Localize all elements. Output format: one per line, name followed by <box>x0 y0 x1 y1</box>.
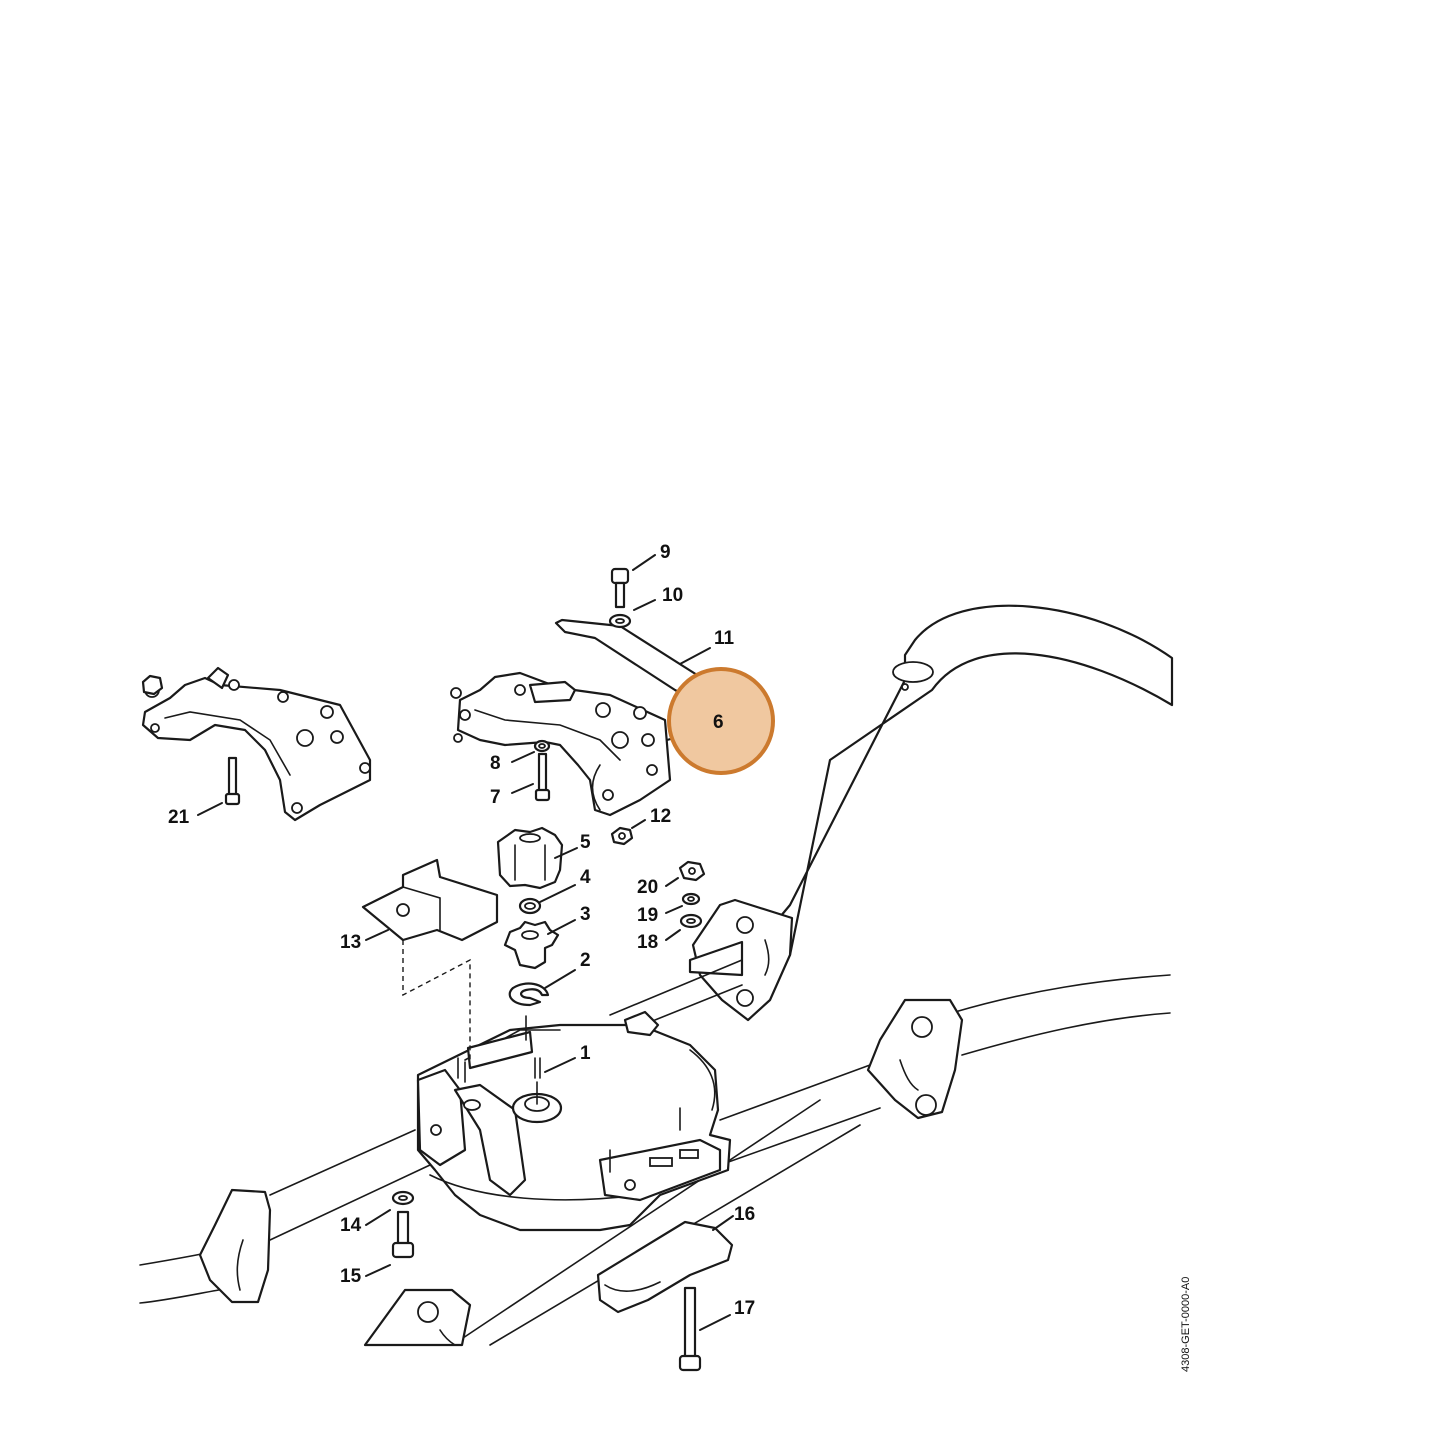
washer-18 <box>679 913 703 929</box>
left-mounting-bracket <box>141 666 372 822</box>
callout-2: 2 <box>580 950 591 971</box>
large-star-coupling <box>496 826 564 890</box>
callout-7: 7 <box>490 787 501 808</box>
nut-12 <box>610 826 634 846</box>
washer-14 <box>391 1190 415 1206</box>
washer-10 <box>608 613 632 629</box>
cover-plate <box>361 858 499 942</box>
callout-1: 1 <box>580 1043 591 1064</box>
clamp-shell-16 <box>596 1220 734 1314</box>
bottom-clamp-bracket <box>363 1288 472 1347</box>
left-clamp-bracket <box>198 1188 272 1304</box>
callout-labels: 1 2 3 4 5 6 7 8 9 10 11 12 13 14 15 16 1… <box>168 542 755 1319</box>
highlight-ring <box>667 667 775 775</box>
screw-9 <box>610 567 630 609</box>
right-clamp-bracket <box>866 998 964 1120</box>
callout-21: 21 <box>168 807 190 828</box>
drawing-code: 4308-GET-0000-A0 <box>1180 1277 1192 1372</box>
small-ring <box>518 897 542 915</box>
washer-8 <box>533 739 551 753</box>
callout-17: 17 <box>734 1298 755 1319</box>
callout-8: 8 <box>490 753 501 774</box>
callout-6: 6 <box>713 712 724 733</box>
bolt-7 <box>534 752 551 802</box>
callout-3: 3 <box>580 904 591 925</box>
callout-13: 13 <box>340 932 361 953</box>
callout-9: 9 <box>660 542 671 563</box>
alignment-line <box>402 940 471 1060</box>
callout-18: 18 <box>637 932 658 953</box>
callout-16: 16 <box>734 1204 755 1225</box>
callout-12: 12 <box>650 806 671 827</box>
callout-14: 14 <box>340 1215 362 1236</box>
spring-washer-19 <box>681 892 701 906</box>
bolt-21 <box>224 756 241 806</box>
callout-20: 20 <box>637 877 658 898</box>
handlebar-tube <box>763 604 1174 957</box>
circlip-ring <box>508 982 550 1007</box>
callout-15: 15 <box>340 1266 362 1287</box>
upper-mounting-bracket <box>450 671 672 817</box>
nut-left <box>141 674 164 696</box>
callout-10: 10 <box>662 585 683 606</box>
callout-5: 5 <box>580 832 591 853</box>
gearbox-housing <box>416 1010 732 1232</box>
nut-20 <box>678 860 706 882</box>
callout-4: 4 <box>580 867 591 888</box>
small-star-coupling <box>503 920 560 970</box>
bolt-17 <box>678 1286 702 1372</box>
bolt-15 <box>391 1210 415 1259</box>
callout-11: 11 <box>714 628 735 649</box>
callout-19: 19 <box>637 905 658 926</box>
